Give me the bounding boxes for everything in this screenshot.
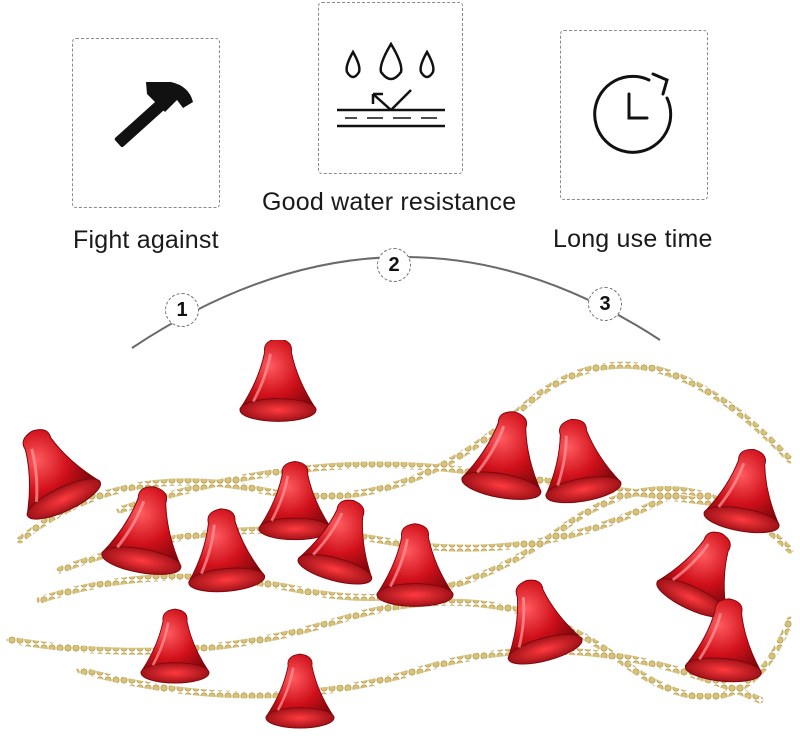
feature-label-water-resistance: Good water resistance xyxy=(262,188,517,216)
feature-box-long-use-time xyxy=(560,30,708,200)
step-number-1: 1 xyxy=(165,293,199,327)
bell-ornament xyxy=(140,608,210,684)
bell-ornament xyxy=(461,411,542,500)
bell-ornament xyxy=(703,449,780,534)
bell-ornament xyxy=(545,419,622,504)
feature-box-water-resistance xyxy=(318,2,463,174)
bell-ornament xyxy=(239,340,317,422)
bell-ornament xyxy=(265,653,335,729)
feature-label-long-use-time: Long use time xyxy=(553,225,713,253)
feature-label-fight-against: Fight against xyxy=(73,226,219,254)
bell-ornament xyxy=(684,598,762,683)
water-resistance-icon xyxy=(336,41,445,128)
bell-ornament xyxy=(297,499,373,585)
hammer-icon xyxy=(114,82,193,148)
bell-ornament xyxy=(507,579,583,665)
bell-ornament xyxy=(258,460,332,541)
product-image-bell-garland xyxy=(6,340,794,729)
bell-ornament xyxy=(376,523,454,607)
step-number-2: 2 xyxy=(377,248,411,282)
clock-icon xyxy=(593,72,673,154)
step-number-3: 3 xyxy=(588,287,622,321)
bell-ornament xyxy=(101,486,182,575)
bell-ornament xyxy=(188,508,266,593)
bell-ornament xyxy=(22,429,101,520)
bell-ornament xyxy=(656,531,731,618)
feature-box-fight-against xyxy=(72,38,220,208)
